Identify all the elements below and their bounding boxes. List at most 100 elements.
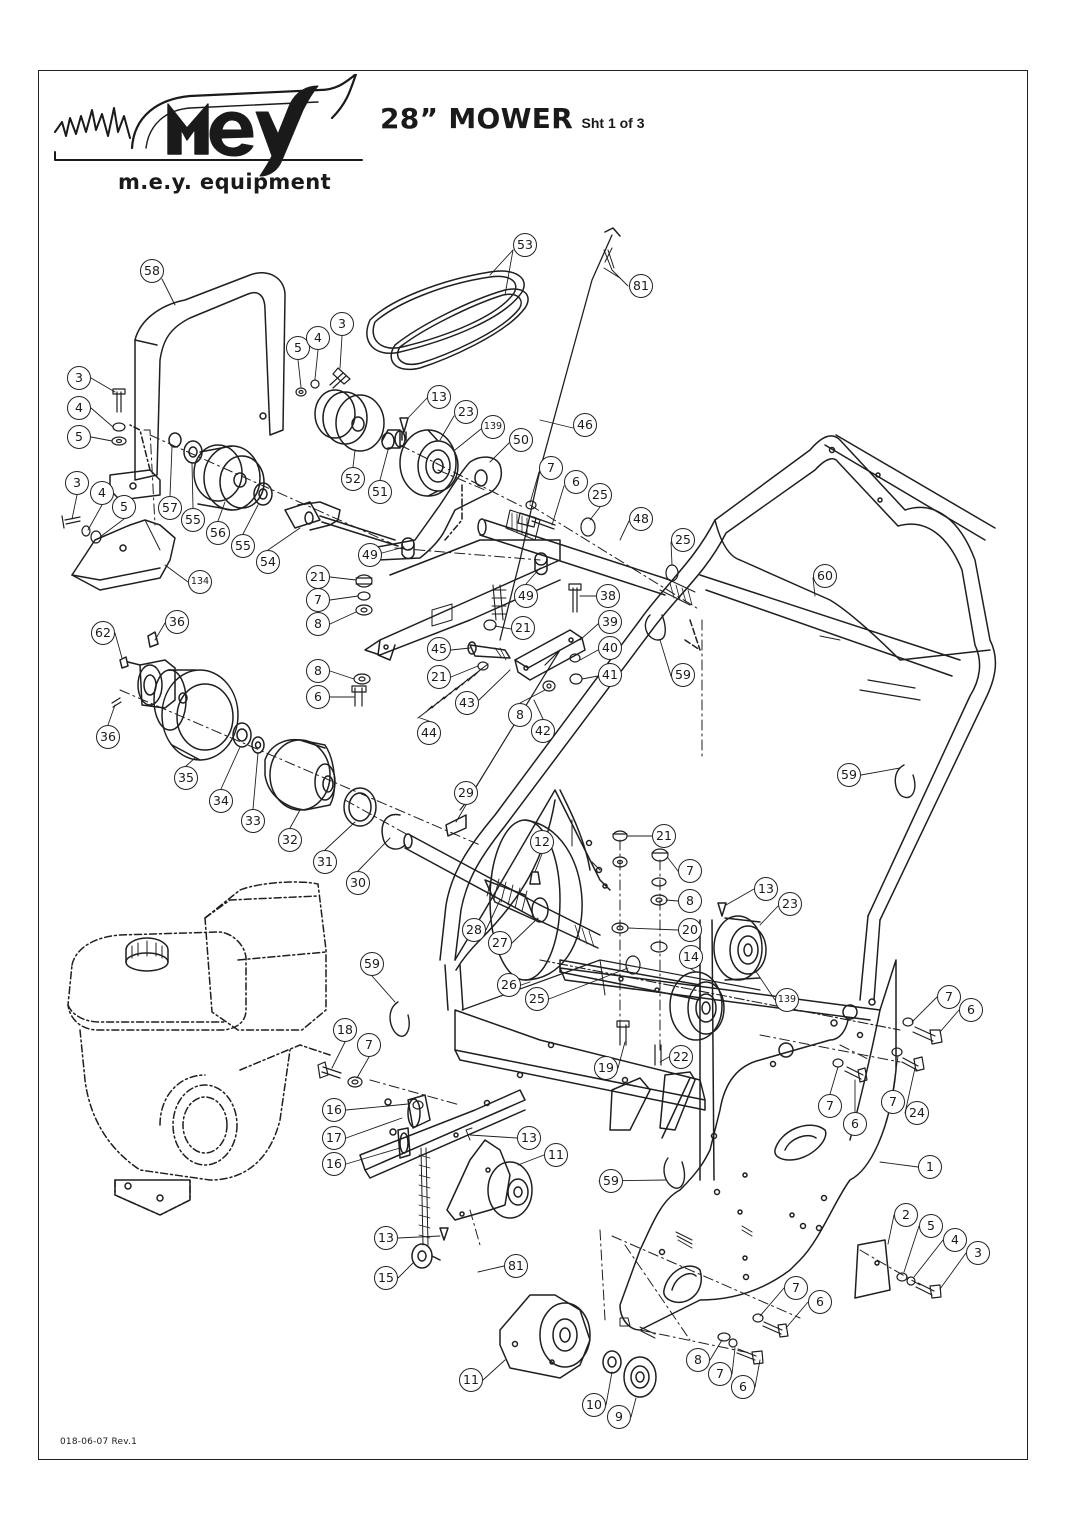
part-callout-59: 59 — [671, 663, 695, 687]
washer-33 — [251, 736, 265, 754]
part-callout-54: 54 — [256, 550, 280, 574]
part-number: 17 — [326, 1129, 342, 1145]
part-callout-20: 20 — [678, 918, 702, 942]
key-29 — [445, 814, 467, 837]
part-number: 81 — [633, 277, 649, 293]
part-callout-11: 11 — [459, 1368, 483, 1392]
part-callout-11: 11 — [544, 1143, 568, 1167]
part-callout-53: 53 — [513, 233, 537, 257]
part-callout-21: 21 — [306, 565, 330, 589]
part-callout-41: 41 — [598, 663, 622, 687]
part-callout-39: 39 — [598, 610, 622, 634]
part-number: 48 — [633, 510, 649, 526]
sheet-number: Sht 1 of 3 — [581, 115, 645, 131]
part-callout-12: 12 — [530, 830, 554, 854]
shaft-54 — [284, 501, 399, 547]
logo-letter-m — [167, 103, 209, 155]
part-callout-1: 1 — [918, 1155, 942, 1179]
bolts — [61, 367, 943, 1365]
part-number: 7 — [314, 591, 322, 607]
circlip-30 — [381, 813, 406, 850]
part-number: 25 — [592, 486, 608, 502]
part-callout-27: 27 — [488, 931, 512, 955]
part-number: 7 — [547, 459, 555, 475]
part-callout-33: 33 — [241, 809, 265, 833]
split-pin-81-top — [603, 249, 615, 271]
part-callout-31: 31 — [313, 850, 337, 874]
part-number: 53 — [517, 236, 533, 252]
part-callout-7: 7 — [357, 1033, 381, 1057]
part-callout-38: 38 — [596, 584, 620, 608]
part-number: 19 — [598, 1059, 614, 1075]
part-callout-8: 8 — [306, 659, 330, 683]
idler-pulley-23-top — [399, 429, 459, 497]
bearing-flange-11-lower — [499, 1294, 591, 1379]
part-callout-13: 13 — [517, 1126, 541, 1150]
part-callout-18: 18 — [333, 1018, 357, 1042]
part-number: 21 — [656, 827, 672, 843]
mey-logo — [50, 72, 380, 194]
part-number: 8 — [516, 706, 524, 722]
part-number: 59 — [841, 766, 857, 782]
part-number: 29 — [458, 784, 474, 800]
part-number: 6 — [967, 1001, 975, 1017]
part-number: 35 — [178, 769, 194, 785]
part-number: 7 — [716, 1365, 724, 1381]
pulley-52 — [314, 389, 385, 452]
clutch-body-32 — [264, 738, 336, 811]
part-number: 2 — [902, 1206, 910, 1222]
worm-gear-28 — [484, 875, 549, 923]
part-callout-81: 81 — [504, 1254, 528, 1278]
part-number: 16 — [326, 1101, 342, 1117]
fuel-cap — [125, 937, 169, 972]
tensioner-arm-50 — [371, 456, 502, 561]
bushing-49 — [401, 537, 548, 576]
part-callout-46: 46 — [573, 413, 597, 437]
part-number: 5 — [927, 1217, 935, 1233]
part-callout-36: 36 — [96, 725, 120, 749]
part-callout-55: 55 — [181, 508, 205, 532]
part-callout-7: 7 — [937, 985, 961, 1009]
part-number: 5 — [294, 339, 302, 355]
bearing-9 — [623, 1356, 657, 1398]
part-number: 58 — [144, 262, 160, 278]
part-callout-8: 8 — [678, 889, 702, 913]
part-callout-59: 59 — [360, 952, 384, 976]
part-number: 3 — [75, 369, 83, 385]
part-number: 81 — [508, 1257, 524, 1273]
part-number: 6 — [816, 1293, 824, 1309]
part-callout-23: 23 — [454, 400, 478, 424]
part-callout-6: 6 — [731, 1375, 755, 1399]
part-number: 4 — [951, 1231, 959, 1247]
part-number: 28 — [466, 921, 482, 937]
pulley-56 — [193, 444, 265, 511]
part-number: 23 — [458, 403, 474, 419]
part-number: 26 — [501, 976, 517, 992]
part-number: 52 — [345, 470, 361, 486]
part-callout-8: 8 — [508, 703, 532, 727]
clutch-hub-62 — [119, 631, 176, 709]
part-number: 7 — [686, 862, 694, 878]
cable-rod-46 — [491, 227, 621, 641]
part-number: 8 — [314, 662, 322, 678]
bearing-housing-23 — [713, 902, 767, 981]
part-number: 7 — [365, 1036, 373, 1052]
part-number: 59 — [603, 1172, 619, 1188]
part-callout-15: 15 — [374, 1266, 398, 1290]
adjuster-rod-15 — [411, 1147, 449, 1269]
part-callout-55: 55 — [231, 534, 255, 558]
part-callout-7: 7 — [818, 1094, 842, 1118]
part-number: 6 — [572, 473, 580, 489]
part-callout-9: 9 — [607, 1405, 631, 1429]
part-callout-16: 16 — [322, 1152, 346, 1176]
part-number: 14 — [683, 948, 699, 964]
part-number: 16 — [326, 1155, 342, 1171]
part-callout-17: 17 — [322, 1126, 346, 1150]
part-callout-139: 139 — [775, 988, 799, 1012]
bearing-34 — [232, 722, 252, 748]
shaft-28 — [403, 833, 601, 949]
axle-48 — [477, 509, 701, 651]
centerlines — [119, 429, 921, 1354]
company-name: m.e.y. equipment — [118, 170, 332, 194]
part-callout-44: 44 — [417, 721, 441, 745]
